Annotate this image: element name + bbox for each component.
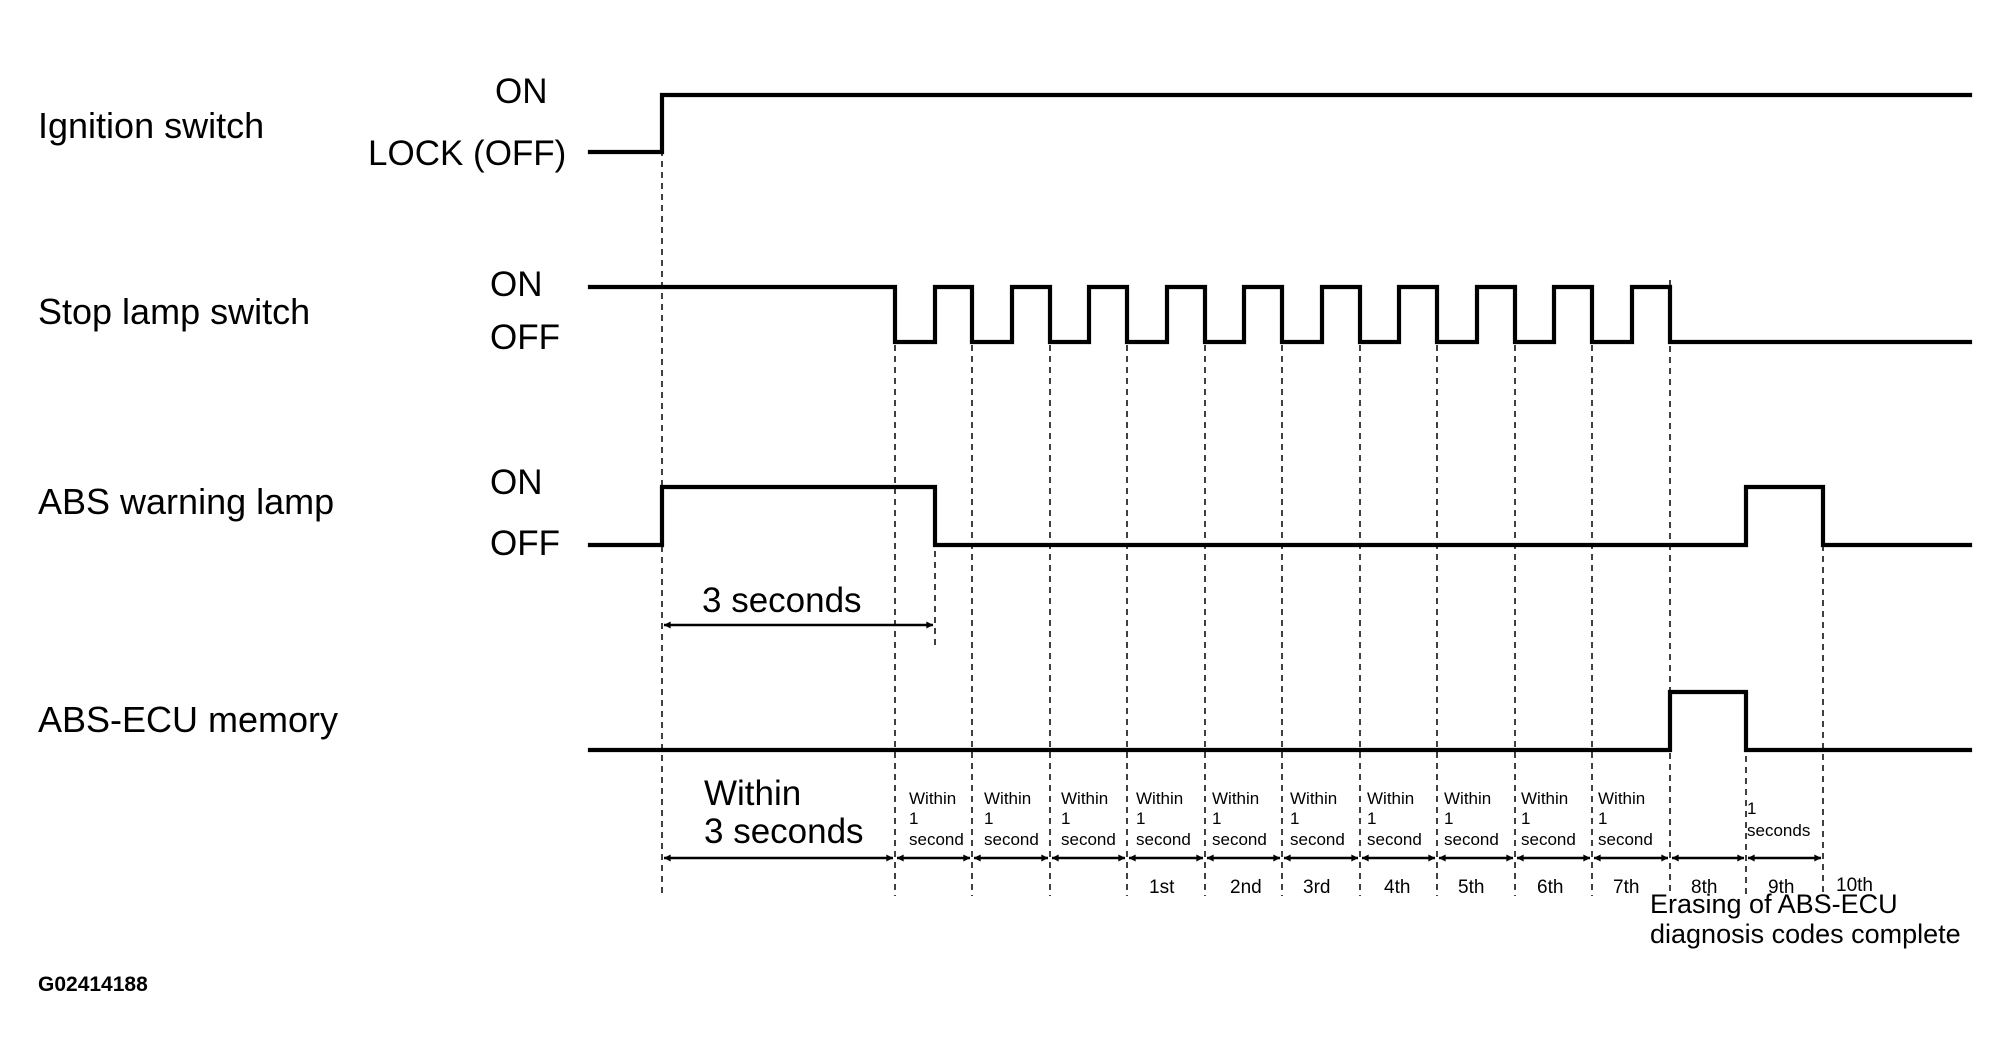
interval-line: second [909,830,964,849]
within-three-seconds-label: Within 3 seconds [704,774,864,851]
stop-lamp-switch-waveform [587,284,1973,345]
stop-lamp-on-label: ON [490,265,543,304]
interval-line: 1 [1444,809,1453,828]
abs-ecu-memory-waveform [587,689,1973,753]
ignition-lock-off-label: LOCK (OFF) [368,134,566,173]
erasing-line: Erasing of ABS-ECU [1650,889,1898,919]
interval-line: 1 [1290,809,1299,828]
within-line: Within [704,774,801,813]
ordinal-label: 8th [1691,877,1717,898]
ordinal-label: 3rd [1303,877,1330,898]
ordinal-labels: 1st 2nd 3rd 4th 5th 6th 7th 8th 9th 10th [1149,875,1873,898]
abs-lamp-on-label: ON [490,463,543,502]
interval-line: 1 [1598,809,1607,828]
stop-lamp-off-label: OFF [490,318,560,357]
interval-line: 1 [984,809,993,828]
figure-code: G02414188 [38,973,148,996]
interval-line: seconds [1747,821,1810,840]
abs-warning-lamp-label: ABS warning lamp [38,481,334,522]
interval-line: second [1136,830,1191,849]
interval-line: 1 [1061,809,1070,828]
interval-line: second [1367,830,1422,849]
interval-line: second [1521,830,1576,849]
interval-line: second [1212,830,1267,849]
erasing-complete-label: Erasing of ABS-ECU diagnosis codes compl… [1650,889,1961,949]
ordinal-label: 1st [1149,877,1175,898]
interval-line: Within [1521,789,1568,808]
ignition-switch-label: Ignition switch [38,105,264,146]
ordinal-label: 6th [1537,877,1563,898]
ordinal-label: 5th [1458,877,1484,898]
interval-line: Within [1290,789,1337,808]
interval-line: second [1444,830,1499,849]
within-line: 3 seconds [704,812,864,851]
ignition-switch-waveform [587,92,1973,155]
interval-line: 1 [1212,809,1221,828]
interval-line: 1 [1367,809,1376,828]
final-interval-label: 1 seconds [1747,799,1810,840]
three-seconds-label: 3 seconds [702,581,862,620]
erasing-line: diagnosis codes complete [1650,919,1961,949]
interval-line: Within [1598,789,1645,808]
abs-warning-lamp-waveform [587,484,1973,548]
ordinal-label: 7th [1613,877,1639,898]
guide-lines [661,150,1824,896]
ordinal-label: 4th [1384,877,1410,898]
ordinal-label: 9th [1768,877,1794,898]
interval-line: second [1290,830,1345,849]
interval-line: Within [1444,789,1491,808]
interval-line: 1 [909,809,918,828]
interval-line: Within [984,789,1031,808]
interval-line: second [984,830,1039,849]
interval-line: second [1598,830,1653,849]
interval-line: Within [909,789,956,808]
stop-lamp-switch-label: Stop lamp switch [38,291,310,332]
interval-line: Within [1136,789,1183,808]
interval-line: Within [1212,789,1259,808]
interval-line: 1 [1747,799,1756,818]
ignition-on-label: ON [495,72,548,111]
interval-line: second [1061,830,1116,849]
abs-lamp-off-label: OFF [490,524,560,563]
abs-ecu-memory-label: ABS-ECU memory [38,699,338,740]
interval-line: Within [1367,789,1414,808]
interval-line: Within [1061,789,1108,808]
ordinal-label: 10th [1836,875,1873,896]
interval-line: 1 [1521,809,1530,828]
interval-line: 1 [1136,809,1145,828]
ordinal-label: 2nd [1230,877,1262,898]
